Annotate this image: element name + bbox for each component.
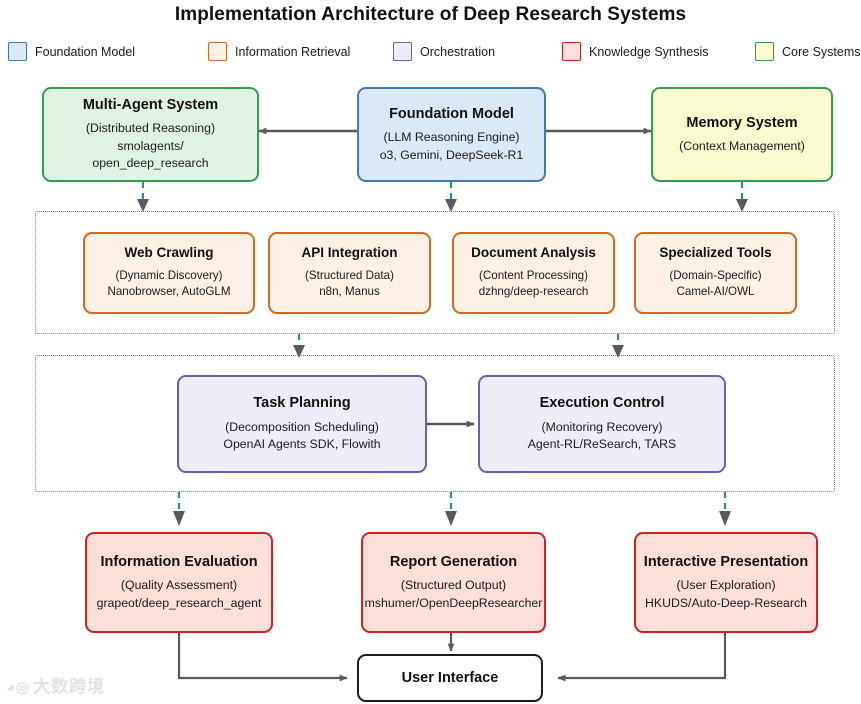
- node-subtitle-execution-control: (Monitoring Recovery): [541, 419, 663, 434]
- node-title-multi-agent-system: Multi-Agent System: [82, 97, 219, 114]
- legend-swatch-core-systems: [755, 42, 774, 61]
- arrowhead-orchestration-report: [445, 511, 457, 526]
- node-title-specialized-tools: Specialized Tools: [659, 245, 772, 261]
- node-title-information-evaluation: Information Evaluation: [100, 553, 258, 570]
- node-title-user-interface: User Interface: [401, 669, 499, 686]
- node-meta-task-planning-0: OpenAI Agents SDK, Flowith: [223, 437, 381, 452]
- node-title-report-generation: Report Generation: [389, 553, 518, 570]
- legend: Foundation Model Information Retrieval O…: [0, 42, 861, 64]
- node-subtitle-task-planning: (Decomposition Scheduling): [225, 419, 379, 434]
- node-multi-agent-system[interactable]: Multi-Agent System (Distributed Reasonin…: [42, 87, 259, 182]
- watermark-text: 大数跨境: [33, 677, 106, 696]
- node-api-integration[interactable]: API Integration (Structured Data) n8n, M…: [268, 232, 431, 314]
- node-meta-multi-agent-system-1: open_deep_research: [92, 156, 209, 171]
- orchestration-group: [35, 355, 835, 492]
- node-report-generation[interactable]: Report Generation (Structured Output) ms…: [361, 532, 546, 633]
- arrowhead-orchestration-presentation: [719, 511, 731, 526]
- information-retrieval-group: [35, 211, 835, 334]
- legend-swatch-information-retrieval: [208, 42, 227, 61]
- legend-label-foundation-model: Foundation Model: [35, 44, 136, 59]
- node-subtitle-web-crawling: (Dynamic Discovery): [115, 269, 223, 283]
- node-interactive-presentation[interactable]: Interactive Presentation (User Explorati…: [634, 532, 818, 633]
- node-specialized-tools[interactable]: Specialized Tools (Domain-Specific) Came…: [634, 232, 797, 314]
- node-title-document-analysis: Document Analysis: [471, 245, 596, 261]
- node-meta-report-generation-0: mshumer/OpenDeepResearcher: [364, 595, 543, 610]
- node-title-web-crawling: Web Crawling: [124, 245, 214, 261]
- node-title-api-integration: API Integration: [301, 245, 398, 261]
- node-web-crawling[interactable]: Web Crawling (Dynamic Discovery) Nanobro…: [83, 232, 255, 314]
- node-meta-execution-control-0: Agent-RL/ReSearch, TARS: [527, 437, 677, 452]
- node-title-task-planning: Task Planning: [253, 395, 351, 412]
- link-presentation-to-userinterface: [557, 633, 727, 682]
- watermark: ◕◎大数跨境: [6, 672, 105, 697]
- legend-swatch-orchestration: [393, 42, 412, 61]
- node-execution-control[interactable]: Execution Control (Monitoring Recovery) …: [478, 375, 726, 473]
- link-evaluation-to-userinterface: [177, 633, 348, 682]
- node-memory-system[interactable]: Memory System (Context Management): [651, 87, 833, 182]
- node-subtitle-document-analysis: (Content Processing): [479, 269, 588, 283]
- node-subtitle-multi-agent-system: (Distributed Reasoning): [85, 121, 216, 136]
- node-subtitle-foundation-model: (LLM Reasoning Engine): [383, 130, 520, 145]
- watermark-logo-icon: ◕◎: [6, 679, 31, 696]
- node-meta-api-integration-0: n8n, Manus: [319, 285, 380, 299]
- legend-item-orchestration: Orchestration: [393, 42, 495, 61]
- node-title-interactive-presentation: Interactive Presentation: [643, 553, 809, 570]
- node-meta-foundation-model-0: o3, Gemini, DeepSeek-R1: [379, 147, 524, 162]
- legend-item-core-systems: Core Systems: [755, 42, 861, 61]
- node-information-evaluation[interactable]: Information Evaluation (Quality Assessme…: [85, 532, 273, 633]
- node-meta-interactive-presentation-0: HKUDS/Auto-Deep-Research: [645, 595, 807, 610]
- node-title-execution-control: Execution Control: [539, 395, 665, 412]
- legend-item-knowledge-synthesis: Knowledge Synthesis: [562, 42, 709, 61]
- node-subtitle-memory-system: (Context Management): [679, 138, 805, 153]
- node-meta-information-evaluation-0: grapeot/deep_research_agent: [96, 595, 262, 610]
- node-meta-multi-agent-system-0: smolagents/: [117, 138, 184, 153]
- node-subtitle-information-evaluation: (Quality Assessment): [120, 578, 238, 593]
- node-title-memory-system: Memory System: [686, 114, 798, 131]
- node-foundation-model[interactable]: Foundation Model (LLM Reasoning Engine) …: [357, 87, 546, 182]
- page-title: Implementation Architecture of Deep Rese…: [174, 4, 687, 25]
- legend-swatch-knowledge-synthesis: [562, 42, 581, 61]
- legend-swatch-foundation-model: [8, 42, 27, 61]
- node-task-planning[interactable]: Task Planning (Decomposition Scheduling)…: [177, 375, 427, 473]
- node-user-interface[interactable]: User Interface: [357, 654, 543, 702]
- legend-item-information-retrieval: Information Retrieval: [208, 42, 350, 61]
- legend-label-orchestration: Orchestration: [420, 44, 496, 59]
- arrowhead-orchestration-evaluation: [173, 511, 185, 526]
- legend-label-information-retrieval: Information Retrieval: [235, 44, 351, 59]
- node-subtitle-api-integration: (Structured Data): [305, 269, 394, 283]
- legend-label-core-systems: Core Systems: [782, 44, 861, 59]
- node-title-foundation-model: Foundation Model: [389, 105, 514, 122]
- node-subtitle-specialized-tools: (Domain-Specific): [669, 269, 762, 283]
- legend-item-foundation-model: Foundation Model: [8, 42, 135, 61]
- node-document-analysis[interactable]: Document Analysis (Content Processing) d…: [452, 232, 615, 314]
- node-subtitle-interactive-presentation: (User Exploration): [676, 578, 776, 593]
- node-meta-document-analysis-0: dzhng/deep-research: [478, 285, 589, 299]
- node-subtitle-report-generation: (Structured Output): [400, 578, 507, 593]
- legend-label-knowledge-synthesis: Knowledge Synthesis: [589, 44, 709, 59]
- node-meta-specialized-tools-0: Camel-AI/OWL: [676, 285, 755, 299]
- node-meta-web-crawling-0: Nanobrowser, AutoGLM: [107, 285, 231, 299]
